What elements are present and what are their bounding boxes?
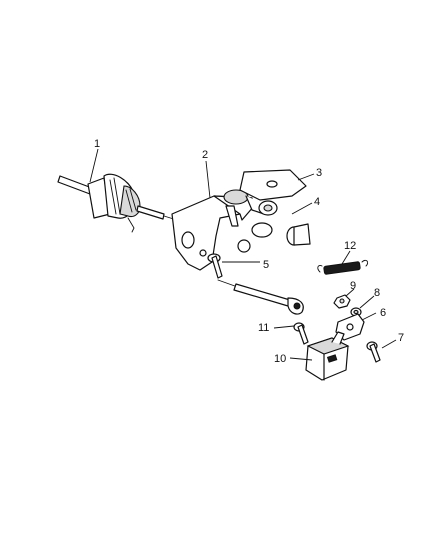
callout-6: 6	[380, 307, 386, 319]
callout-labels: 1 2 3 4 5 6 7 8 9 10 11 12	[94, 138, 404, 365]
callout-3: 3	[316, 167, 322, 179]
part-2-pedal-bracket	[171, 189, 255, 271]
part-1-cylinder-with-cable	[57, 173, 181, 233]
part-5-bolt	[207, 253, 223, 279]
callout-11: 11	[258, 322, 269, 334]
callout-2: 2	[202, 149, 208, 161]
part-4-bushings	[237, 200, 311, 253]
callout-7: 7	[398, 332, 404, 344]
part-7-screw	[366, 341, 381, 363]
part-12-return-spring	[317, 259, 369, 275]
push-rod	[217, 279, 304, 315]
callout-5: 5	[263, 259, 269, 271]
callout-9: 9	[350, 280, 356, 292]
callout-1: 1	[94, 138, 100, 150]
part-9-nut	[333, 294, 351, 309]
callout-4: 4	[314, 196, 320, 208]
callout-10: 10	[274, 353, 286, 365]
part-10-switch	[305, 331, 350, 381]
callout-12: 12	[344, 240, 356, 252]
leader-lines	[89, 148, 397, 361]
callout-8: 8	[374, 287, 380, 299]
part-11-bolt	[293, 322, 309, 345]
